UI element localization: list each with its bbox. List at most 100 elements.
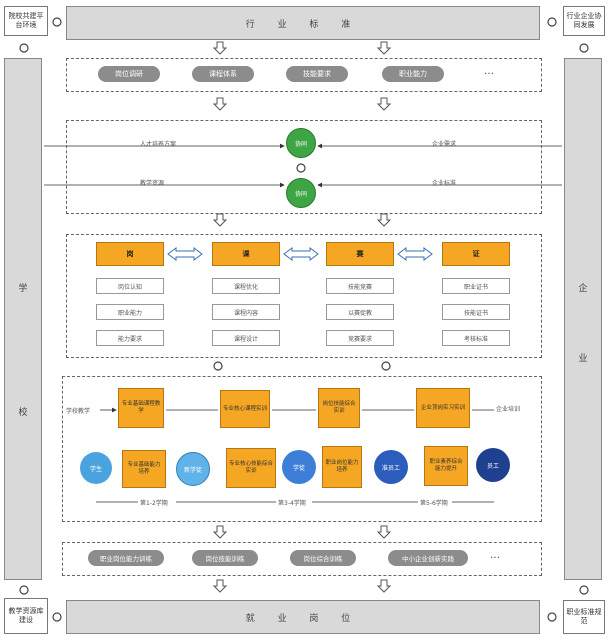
stage-box-1: 专业基础课程教学 xyxy=(118,388,164,428)
down-arrow xyxy=(376,579,392,593)
school-teaching-label: 学校教学 xyxy=(66,408,91,415)
research-row xyxy=(66,58,542,92)
role-circle-student: 学生 xyxy=(80,452,112,484)
cycle-icon xyxy=(547,612,557,622)
training-row-ellipsis: … xyxy=(490,550,500,561)
hollow-down-arrows xyxy=(212,41,392,593)
double-arrows xyxy=(167,247,433,261)
column-certificate-item-1: 职业证书 xyxy=(442,278,510,294)
double-arrow xyxy=(167,247,203,261)
top-right-corner-text: 行业企业协同发展 xyxy=(566,12,602,29)
training-process-row xyxy=(62,376,542,522)
right-label-2: 企业标准 xyxy=(432,180,457,187)
down-arrow xyxy=(376,213,392,227)
pill-research-4: 职业能力 xyxy=(382,66,444,82)
cycle-icon xyxy=(19,585,29,595)
cycle-icon xyxy=(213,361,223,371)
chevron-stage-1: 专业基础能力培养 xyxy=(122,450,166,488)
collaboration-row xyxy=(66,120,542,214)
column-course-item-2: 课程内容 xyxy=(212,304,280,320)
left-label-2: 教学资源 xyxy=(140,180,165,187)
research-row-ellipsis: … xyxy=(484,66,494,77)
role-circle-apprentice: 学徒 xyxy=(282,450,316,484)
chevron-stage-4: 职业素养综合能力提升 xyxy=(424,446,468,486)
stage-box-3: 岗位技能综合实训 xyxy=(318,388,360,428)
pill-training-4: 中小企业创新实践 xyxy=(388,550,468,566)
employment-post-text: 就 业 岗 位 xyxy=(245,613,361,624)
stage-box-4: 企业顶岗实习实训 xyxy=(416,388,470,428)
role-circle-quasi-employee: 准员工 xyxy=(374,450,408,484)
down-arrow xyxy=(376,41,392,55)
industry-standard-bar: 行 业 标 准 xyxy=(66,6,540,40)
chevron-stage-2: 专业核心技能综合实训 xyxy=(226,448,276,488)
cycle-icon xyxy=(52,17,62,27)
school-side-char-1: 学 xyxy=(18,284,28,294)
pill-research-3: 技能要求 xyxy=(286,66,348,82)
cycle-icon xyxy=(579,585,589,595)
collab-node-1: 协同 xyxy=(286,128,316,158)
down-arrow xyxy=(212,41,228,55)
enterprise-side-char-1: 企 xyxy=(578,284,588,294)
pill-research-1: 岗位调研 xyxy=(98,66,160,82)
employment-post-bar: 就 业 岗 位 xyxy=(66,600,540,634)
school-side-char-2: 校 xyxy=(18,408,28,418)
process-lines xyxy=(96,407,494,503)
column-post-item-2: 职业能力 xyxy=(96,304,164,320)
pill-training-2: 岗位技能训练 xyxy=(192,550,258,566)
pill-research-2: 课程体系 xyxy=(192,66,254,82)
double-arrow xyxy=(397,247,433,261)
column-post-item-1: 岗位认知 xyxy=(96,278,164,294)
top-left-corner-text: 院校共建平台环境 xyxy=(8,12,44,29)
down-arrow xyxy=(212,579,228,593)
bottom-right-corner-text: 职业标准规范 xyxy=(566,608,602,625)
column-head-course: 课 xyxy=(212,242,280,266)
cycle-icon xyxy=(52,612,62,622)
down-arrow xyxy=(376,525,392,539)
term-label-1: 第1-2学期 xyxy=(140,500,168,507)
school-side-bar: 学 校 xyxy=(4,58,42,580)
chevron-stage-3: 职业岗位能力培养 xyxy=(322,446,362,488)
enterprise-training-label: 企业培训 xyxy=(496,406,521,413)
enterprise-side-char-2: 业 xyxy=(578,354,588,364)
column-head-competition: 赛 xyxy=(326,242,394,266)
columns-row xyxy=(66,234,542,358)
cycle-icon xyxy=(547,17,557,27)
column-certificate-item-2: 技能证书 xyxy=(442,304,510,320)
column-course-item-3: 课程设计 xyxy=(212,330,280,346)
down-arrow xyxy=(376,97,392,111)
bottom-left-corner-text: 教学资源库建设 xyxy=(8,607,44,624)
top-right-corner-box: 行业企业协同发展 xyxy=(563,6,605,36)
down-arrow xyxy=(212,213,228,227)
column-certificate-item-3: 考核标准 xyxy=(442,330,510,346)
term-label-3: 第5-6学期 xyxy=(420,500,448,507)
pill-training-3: 岗位综合训练 xyxy=(290,550,356,566)
enterprise-side-bar: 企 业 xyxy=(564,58,602,580)
cycle-icon xyxy=(579,43,589,53)
role-circle-employee: 员工 xyxy=(476,448,510,482)
column-course-item-1: 课程优化 xyxy=(212,278,280,294)
cycle-icon xyxy=(296,163,306,173)
collab-arrows xyxy=(44,143,562,188)
column-competition-item-2: 以赛促教 xyxy=(326,304,394,320)
term-label-2: 第3-4学期 xyxy=(278,500,306,507)
right-label-1: 企业需求 xyxy=(432,141,457,148)
bottom-left-corner-box: 教学资源库建设 xyxy=(4,598,48,634)
top-left-corner-box: 院校共建平台环境 xyxy=(4,6,48,36)
double-arrow xyxy=(283,247,319,261)
column-head-post: 岗 xyxy=(96,242,164,266)
role-circle-new-apprentice: 新学徒 xyxy=(176,452,210,486)
down-arrow xyxy=(212,525,228,539)
left-label-1: 人才培养方案 xyxy=(140,141,177,148)
column-head-certificate: 证 xyxy=(442,242,510,266)
column-competition-item-3: 竞赛要求 xyxy=(326,330,394,346)
industry-standard-text: 行 业 标 准 xyxy=(245,19,361,30)
column-post-item-3: 能力要求 xyxy=(96,330,164,346)
cycle-icon xyxy=(19,43,29,53)
collab-node-2: 协同 xyxy=(286,178,316,208)
pill-training-1: 职业岗位能力训练 xyxy=(88,550,164,566)
training-pills-row xyxy=(62,542,542,576)
column-competition-item-1: 技能竞赛 xyxy=(326,278,394,294)
cycle-icon xyxy=(381,361,391,371)
bottom-right-corner-box: 职业标准规范 xyxy=(563,600,605,634)
